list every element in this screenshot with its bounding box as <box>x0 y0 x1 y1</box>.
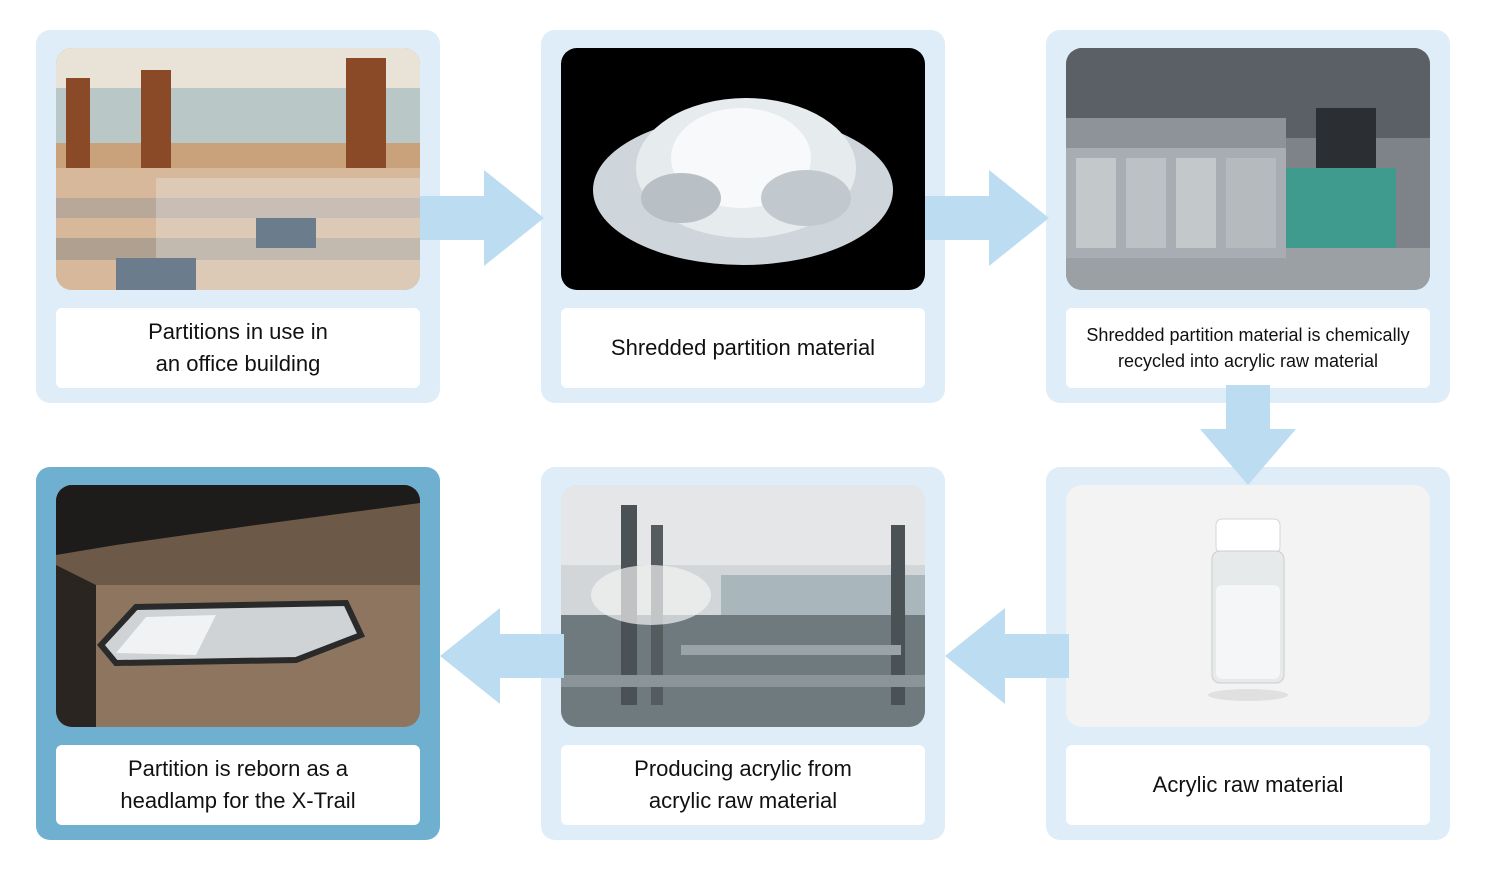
step-card-office-partitions: Partitions in use in an office building <box>36 30 440 403</box>
arrow-left-icon <box>945 608 1069 704</box>
step-card-raw-material: Acrylic raw material <box>1046 467 1450 840</box>
arrow-down-icon <box>1200 385 1296 485</box>
step-card-headlamp: Partition is reborn as a headlamp for th… <box>36 467 440 840</box>
caption-line-1: Producing acrylic from <box>634 756 852 781</box>
step-caption: Partitions in use in an office building <box>56 308 420 388</box>
arrow-right-icon <box>420 170 544 266</box>
caption-line-1: Acrylic raw material <box>1152 772 1344 797</box>
caption-line-2: recycled into acrylic raw material <box>1117 351 1379 371</box>
caption-line-2: headlamp for the X-Trail <box>120 788 356 813</box>
step-caption: Shredded partition material <box>561 308 925 388</box>
caption-line-1: Shredded partition material is chemicall… <box>1086 325 1410 345</box>
step-card-chemical-plant: Producing acrylic from acrylic raw mater… <box>541 467 945 840</box>
office-partitions-photo <box>56 48 420 290</box>
step-caption: Partition is reborn as a headlamp for th… <box>56 745 420 825</box>
raw-material-vial-photo <box>1066 485 1430 727</box>
caption-line-2: acrylic raw material <box>648 788 838 813</box>
shredded-material-photo <box>561 48 925 290</box>
step-caption: Shredded partition material is chemicall… <box>1066 308 1430 388</box>
caption-line-1: Partitions in use in <box>148 319 328 344</box>
caption-line-1: Shredded partition material <box>610 335 876 360</box>
step-card-recycling: Shredded partition material is chemicall… <box>1046 30 1450 403</box>
headlamp-photo <box>56 485 420 727</box>
step-caption: Acrylic raw material <box>1066 745 1430 825</box>
step-card-shredded-material: Shredded partition material <box>541 30 945 403</box>
step-caption: Producing acrylic from acrylic raw mater… <box>561 745 925 825</box>
chemical-plant-photo <box>561 485 925 727</box>
caption-line-2: an office building <box>155 351 321 376</box>
caption-line-1: Partition is reborn as a <box>127 756 349 781</box>
arrow-left-icon <box>440 608 564 704</box>
recycling-machine-photo <box>1066 48 1430 290</box>
arrow-right-icon <box>925 170 1049 266</box>
